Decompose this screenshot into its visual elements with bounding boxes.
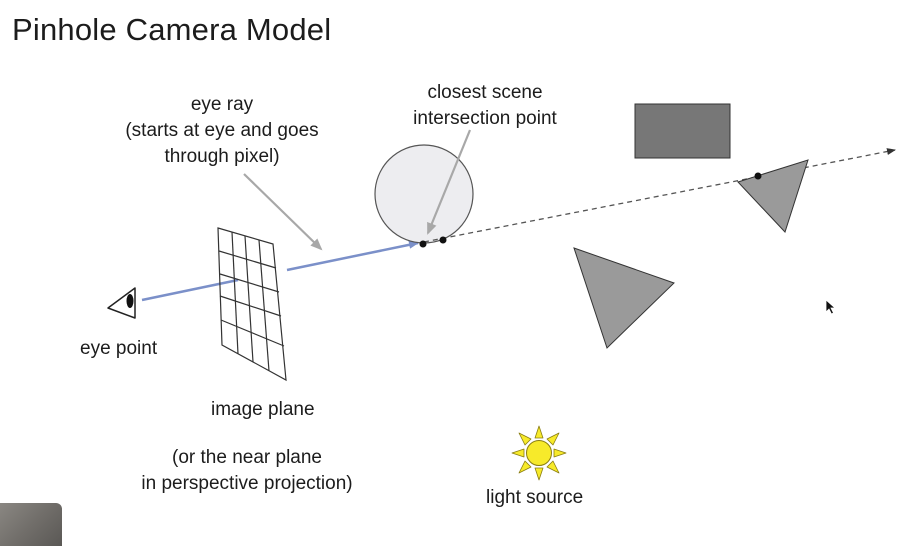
eye-point-label: eye point (80, 338, 158, 359)
small-triangle (737, 159, 809, 233)
large-triangle (573, 247, 675, 349)
intersection-dot-3 (754, 172, 762, 180)
closest-intersection-label: closest scene intersection point (413, 82, 557, 129)
intersection-annotation-arrow (426, 129, 472, 235)
eye-ray-segment-2 (286, 240, 419, 272)
rectangle-object (634, 103, 731, 159)
dashed-ray (423, 148, 896, 243)
sun-icon (511, 425, 567, 481)
eye-ray-annotation-arrow (243, 173, 323, 251)
page-title: Pinhole Camera Model (12, 12, 332, 47)
intersection-dot-1 (419, 240, 427, 248)
eye-ray-segment-1 (141, 278, 239, 302)
light-source-label: light source (486, 487, 584, 508)
mouse-cursor-icon (825, 299, 837, 315)
image-plane-grid (217, 227, 287, 382)
eye-icon (107, 287, 136, 319)
video-thumbnail (0, 503, 62, 546)
intersection-dot-2 (439, 236, 447, 244)
near-plane-label: (or the near plane in perspective projec… (141, 447, 353, 494)
eye-ray-label: eye ray (starts at eye and goes through … (125, 94, 319, 167)
image-plane-label: image plane (211, 399, 315, 420)
